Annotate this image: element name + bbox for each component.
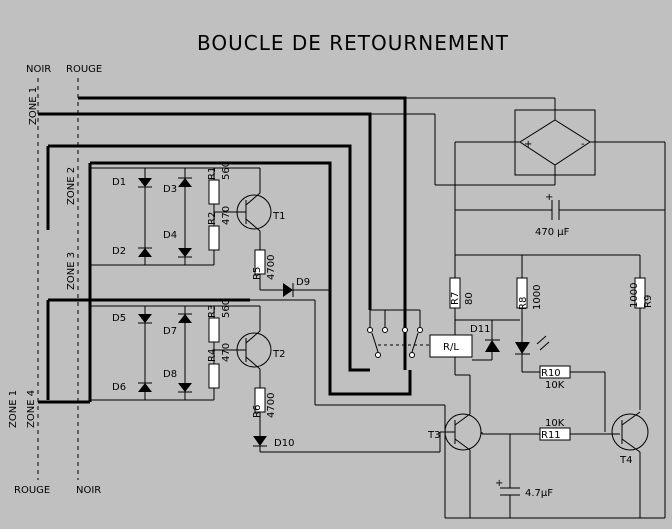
resistor-r3 bbox=[208, 317, 220, 343]
diode-d9 bbox=[283, 283, 293, 297]
bus-wires bbox=[38, 96, 412, 404]
label-d11: D11 bbox=[470, 324, 490, 335]
label-r4: R4 bbox=[207, 349, 218, 362]
label-t4: T4 bbox=[619, 455, 632, 466]
label-d4: D4 bbox=[163, 230, 177, 241]
bridge-plus: + bbox=[524, 139, 532, 150]
zone-label-4: ZONE 4 bbox=[26, 390, 37, 428]
value-r5: 4700 bbox=[266, 255, 277, 280]
value-r7: 80 bbox=[464, 292, 475, 305]
label-d1: D1 bbox=[112, 177, 126, 188]
cap2-plus: + bbox=[495, 478, 503, 489]
label-r2: R2 bbox=[207, 212, 218, 225]
label-cap2: 4.7µF bbox=[525, 488, 553, 499]
label-d2: D2 bbox=[112, 246, 126, 257]
label-d5: D5 bbox=[112, 313, 126, 324]
label-relay: R/L bbox=[443, 342, 459, 353]
label-r1: R1 bbox=[207, 167, 218, 180]
value-r11: 10K bbox=[545, 418, 565, 429]
zone-label-3: ZONE 3 bbox=[66, 252, 77, 290]
resistor-r2 bbox=[208, 225, 220, 251]
label-d7: D7 bbox=[163, 326, 177, 337]
label-t2: T2 bbox=[272, 349, 285, 360]
transistor-t4 bbox=[611, 413, 649, 451]
diode-d10 bbox=[253, 436, 267, 446]
value-r9: 1000 bbox=[629, 283, 640, 308]
label-cap1: 470 µF bbox=[535, 227, 570, 238]
diode-d11 bbox=[485, 340, 500, 352]
label-r7: R7 bbox=[450, 292, 461, 305]
cap1-plus: + bbox=[545, 192, 553, 203]
value-r10: 10K bbox=[545, 380, 565, 391]
value-r2: 470 bbox=[221, 206, 232, 225]
label-r6: R6 bbox=[252, 405, 263, 418]
zone-label-2: ZONE 2 bbox=[66, 167, 77, 205]
value-r6: 4700 bbox=[266, 393, 277, 418]
label-r10: R10 bbox=[541, 368, 561, 379]
zone2-diode-network bbox=[90, 167, 214, 266]
label-r9: R9 bbox=[643, 295, 654, 308]
label-t1: T1 bbox=[272, 211, 285, 222]
resistor-r1 bbox=[208, 179, 220, 205]
label-r8: R8 bbox=[518, 297, 529, 310]
label-d8: D8 bbox=[163, 369, 177, 380]
rail-label-noir-bottom: NOIR bbox=[76, 485, 101, 496]
relay-coil bbox=[429, 334, 473, 358]
relay-contacts bbox=[367, 309, 430, 358]
rail-label-rouge-top: ROUGE bbox=[66, 64, 102, 75]
value-r4: 470 bbox=[221, 343, 232, 362]
zone-label-1-top: ZONE 1 bbox=[28, 87, 39, 125]
bridge-minus: - bbox=[581, 139, 585, 150]
label-r5: R5 bbox=[252, 267, 263, 280]
led bbox=[515, 342, 530, 354]
label-r3: R3 bbox=[207, 305, 218, 318]
diagram-title: BOUCLE DE RETOURNEMENT bbox=[197, 31, 509, 55]
rail-label-rouge-bottom: ROUGE bbox=[14, 485, 50, 496]
value-r3: 560 bbox=[221, 299, 232, 318]
label-d10: D10 bbox=[274, 438, 294, 449]
label-d9: D9 bbox=[296, 277, 310, 288]
zone-label-1-bottom: ZONE 1 bbox=[8, 390, 19, 428]
zone4-diode-network bbox=[90, 305, 214, 401]
resistor-r4 bbox=[208, 363, 220, 389]
label-d6: D6 bbox=[112, 382, 126, 393]
value-r8: 1000 bbox=[532, 285, 543, 310]
label-d3: D3 bbox=[163, 184, 177, 195]
rail-label-noir-top: NOIR bbox=[26, 64, 51, 75]
label-t3: T3 bbox=[427, 430, 440, 441]
label-r11: R11 bbox=[541, 430, 561, 441]
value-r1: 560 bbox=[221, 161, 232, 180]
